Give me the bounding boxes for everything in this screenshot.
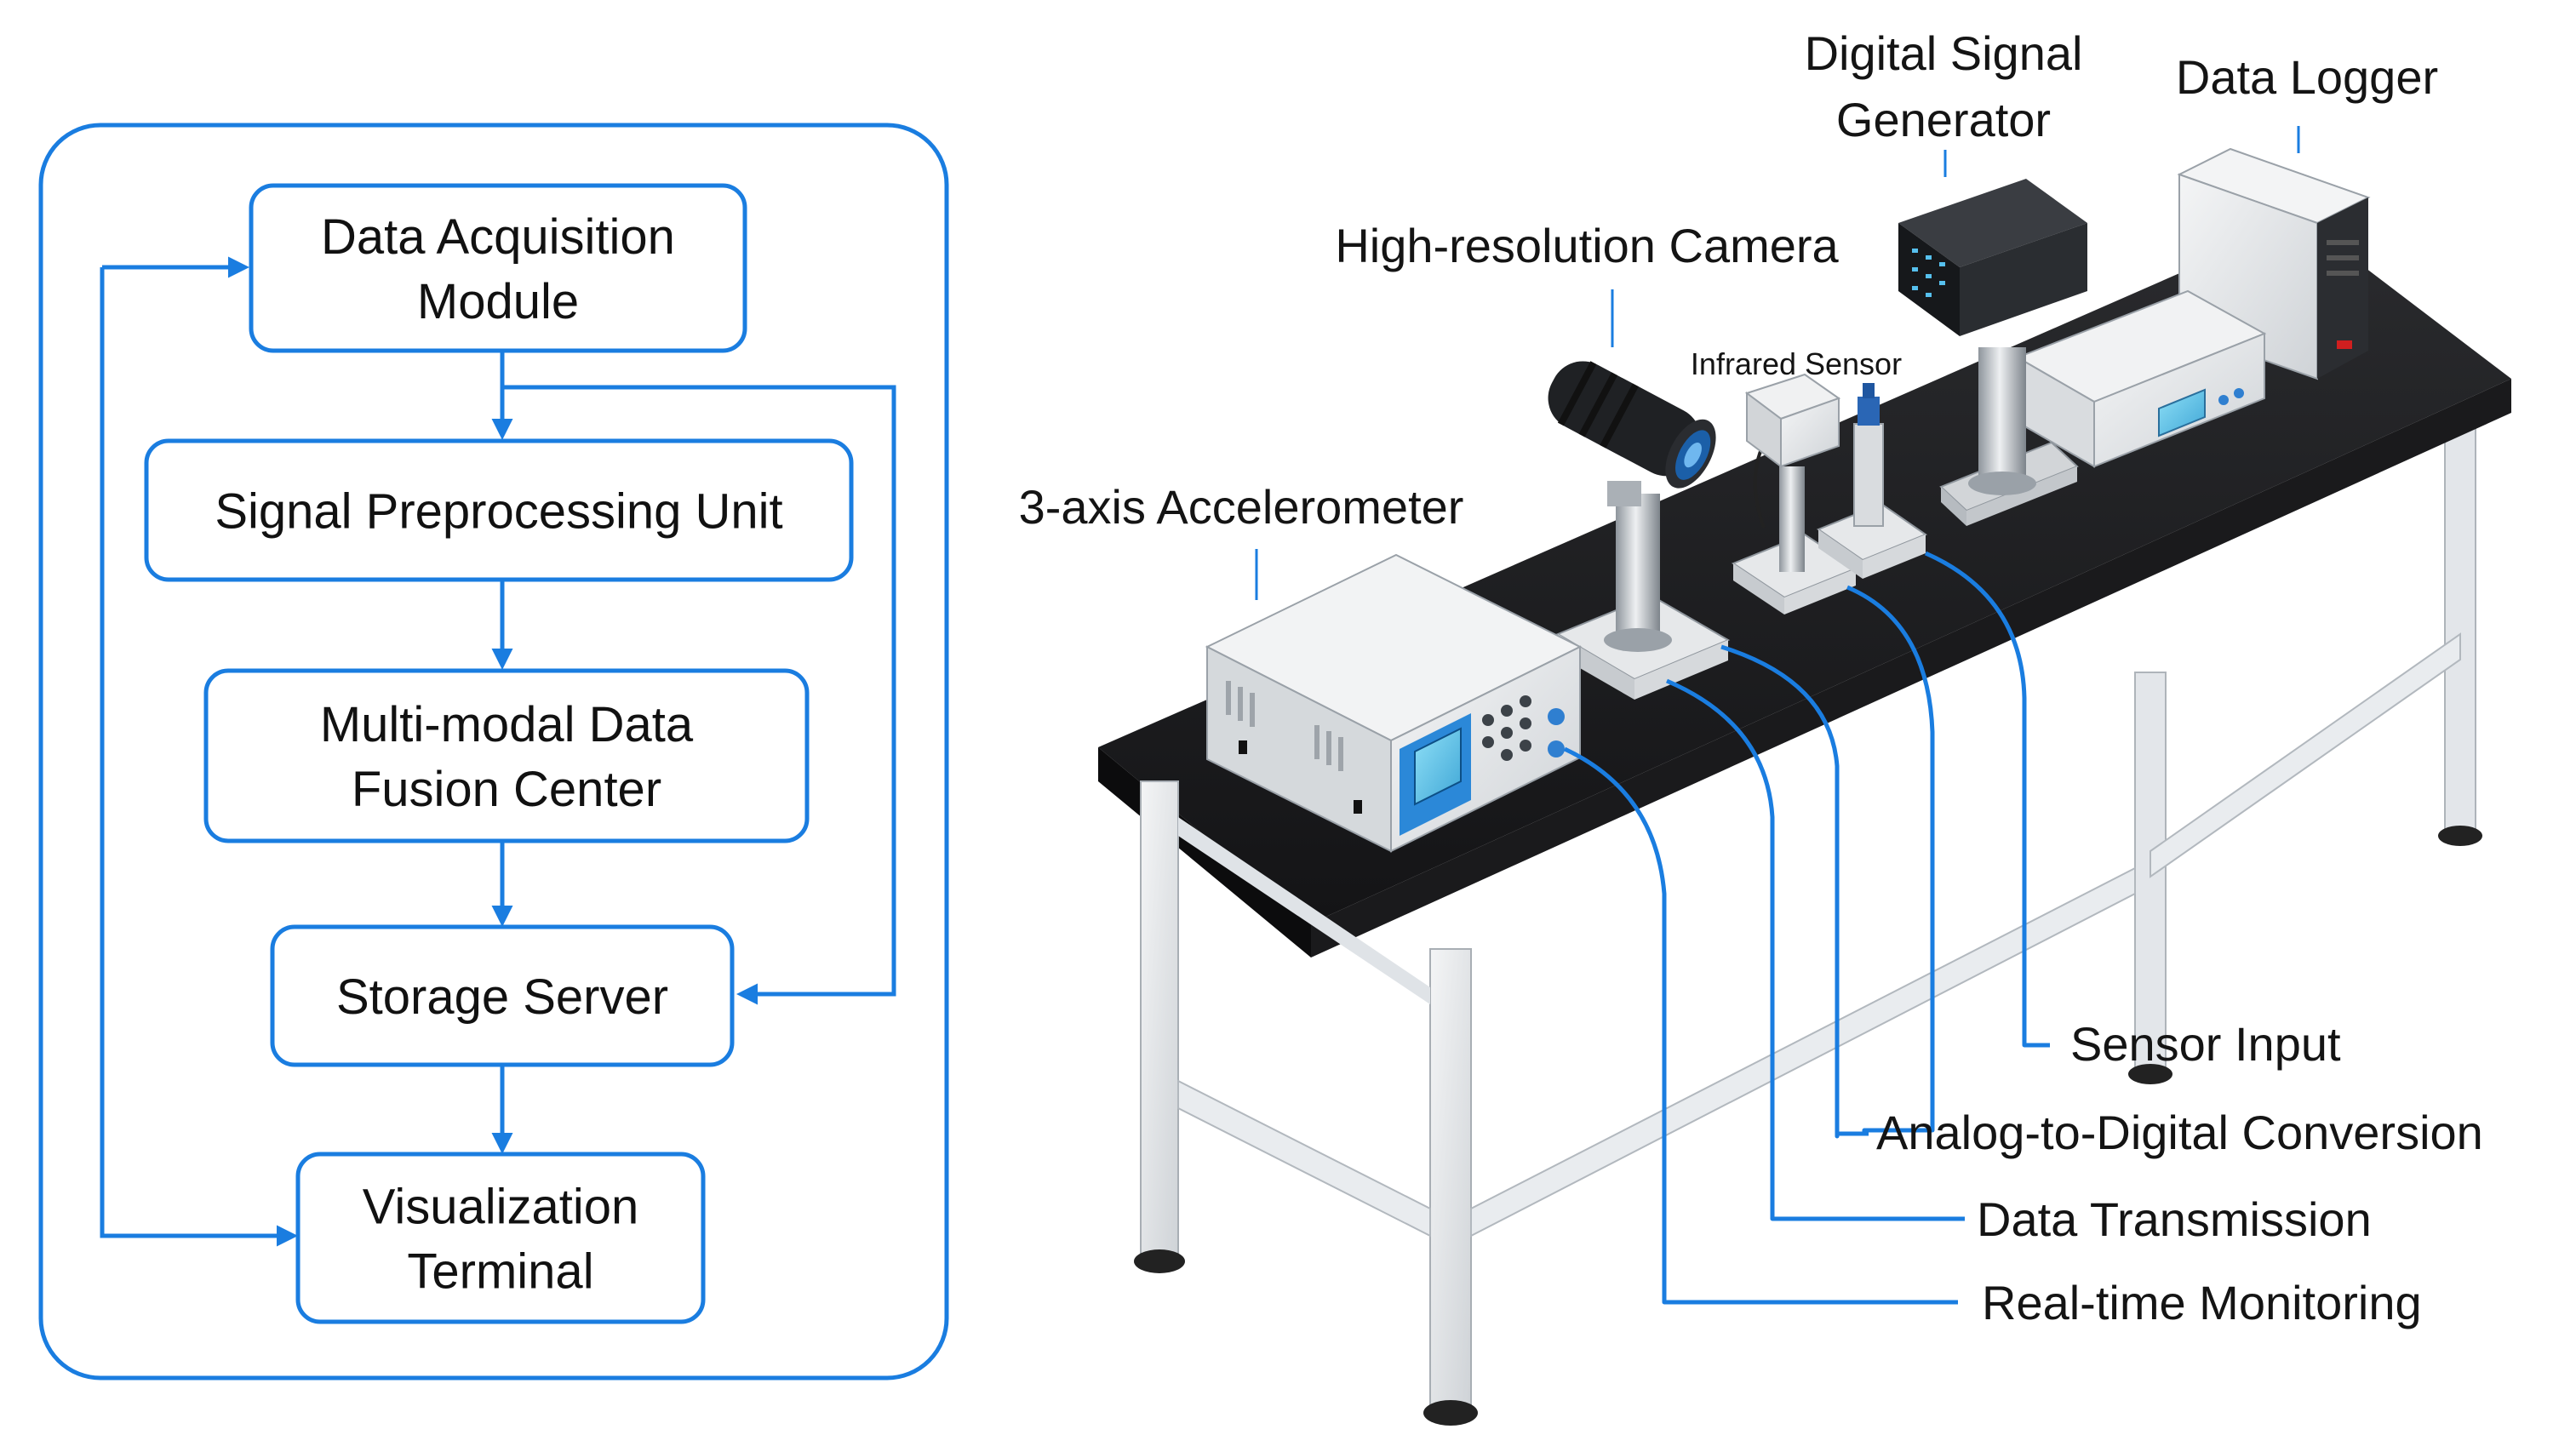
flow-box-daq-label-1: Data Acquisition <box>321 209 675 265</box>
cable-transmission-b <box>1666 678 1965 1221</box>
flow-box-spu-label-1: Signal Preprocessing Unit <box>215 483 782 539</box>
table-legs-back <box>2128 425 2482 1084</box>
cable-monitoring <box>1563 746 1958 1305</box>
lab-setup-illustration <box>1098 126 2511 1426</box>
feedback-loop-arrow <box>100 267 298 1247</box>
camera-device <box>1548 361 1731 700</box>
flow-box-daq-frame <box>249 183 747 353</box>
flow-arrows <box>100 256 896 1247</box>
flowchart-frame <box>38 123 949 1381</box>
flow-box-storage: Storage Server <box>270 924 735 1067</box>
cable-adc <box>1846 585 1935 1134</box>
flow-box-viz-frame <box>295 1152 706 1324</box>
label-leader-lines <box>1255 126 2300 600</box>
label-digital-signal-generator-line1: Digital Signal <box>1805 26 2083 80</box>
flow-box-fusion-label-2: Fusion Center <box>352 762 661 817</box>
infrared-sensor-device <box>1731 373 1928 615</box>
signal-cables <box>1563 551 2050 1305</box>
label-digital-signal-generator-line2: Generator <box>1836 93 2051 146</box>
flow-box-fusion-frame <box>203 668 810 843</box>
label-accelerometer: 3-axis Accelerometer <box>1019 480 1464 534</box>
cable-sensor-input <box>1924 551 2050 1048</box>
flow-box-spu-frame <box>144 438 854 582</box>
flow-box-fusion-label-1: Multi-modal Data <box>320 697 694 752</box>
flow-box-daq-label-2: Module <box>417 274 579 329</box>
equipment-labels: Digital Signal Generator Data Logger Hig… <box>1019 26 2439 534</box>
label-data-logger: Data Logger <box>2176 50 2438 104</box>
digital-signal-generator-device <box>1898 179 2087 526</box>
flow-box-viz-label-1: Visualization <box>363 1179 639 1234</box>
label-adc: Analog-to-Digital Conversion <box>1876 1106 2483 1159</box>
label-data-transmission: Data Transmission <box>1977 1192 2372 1246</box>
cable-labels: Sensor Input Analog-to-Digital Conversio… <box>1876 1017 2483 1329</box>
label-infrared-sensor: Infrared Sensor <box>1691 346 1902 381</box>
table-legs-front <box>1134 780 2136 1426</box>
power-supply-unit <box>2015 289 2267 468</box>
flow-box-storage-label-1: Storage Server <box>336 969 668 1025</box>
cable-adc-lead-h <box>1835 1045 1869 1136</box>
label-camera: High-resolution Camera <box>1335 219 1839 272</box>
flow-box-viz-label-2: Terminal <box>407 1243 593 1299</box>
label-sensor-input: Sensor Input <box>2070 1017 2341 1071</box>
label-realtime-monitoring: Real-time Monitoring <box>1982 1276 2422 1329</box>
accelerometer-device <box>1205 553 1583 853</box>
flow-box-spu: Signal Preprocessing Unit <box>144 438 854 582</box>
bypass-arrow-daq-to-storage <box>502 385 896 1005</box>
